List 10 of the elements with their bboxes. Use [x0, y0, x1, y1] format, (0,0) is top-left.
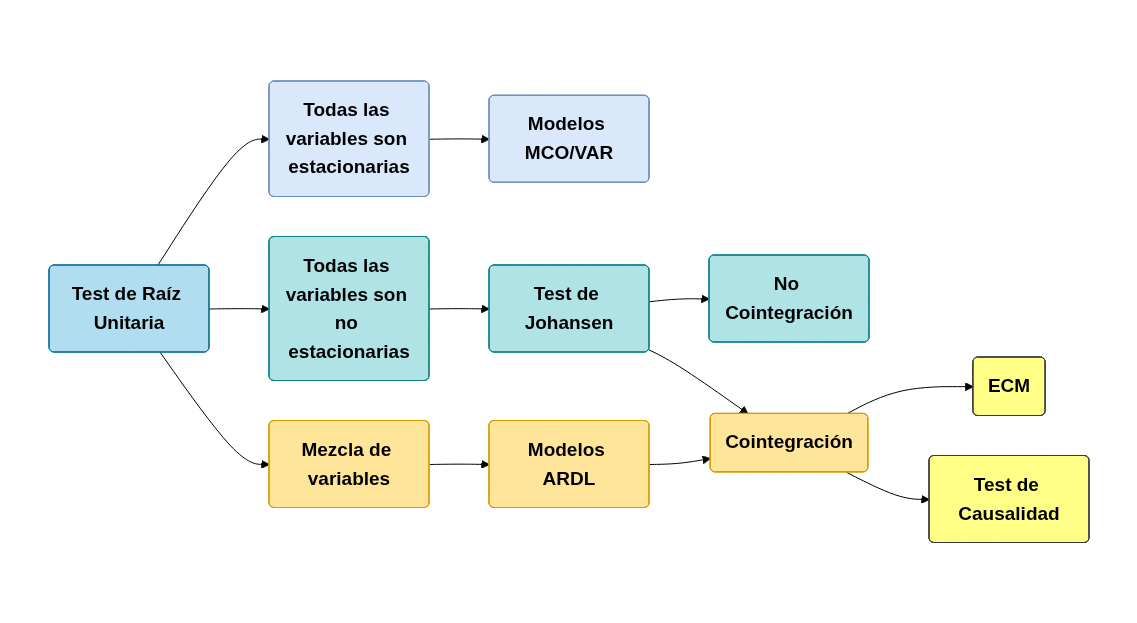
arrow	[648, 455, 711, 465]
arrow	[428, 134, 490, 144]
arrow	[159, 351, 270, 469]
arrow	[156, 134, 270, 266]
arrow	[647, 349, 748, 415]
arrow	[428, 304, 490, 313]
arrow	[648, 294, 710, 303]
arrow	[845, 471, 930, 504]
arrow	[208, 304, 270, 313]
arrow	[428, 459, 490, 469]
